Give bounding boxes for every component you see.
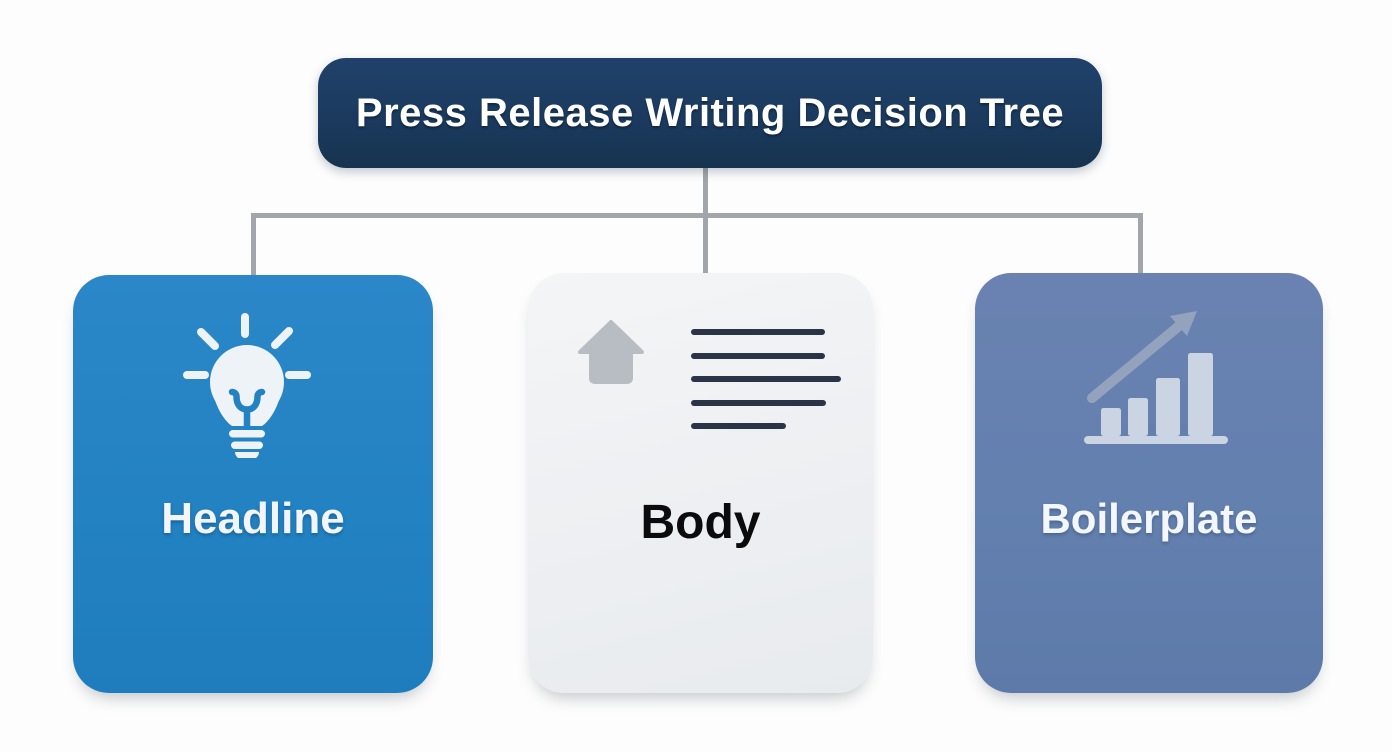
connector-drop-right <box>1138 213 1143 275</box>
branch-label-body: Body <box>640 496 761 549</box>
branch-label-boilerplate: Boilerplate <box>1040 495 1258 542</box>
connector-drop-left <box>251 213 256 275</box>
home-icon <box>578 320 644 384</box>
branch-card-headline: Headline <box>73 275 433 693</box>
branch-label-headline: Headline <box>161 494 345 543</box>
connector-trunk <box>703 167 708 275</box>
branch-card-body: Body <box>528 273 873 693</box>
connector-crossbar <box>251 213 1143 218</box>
diagram-title: Press Release Writing Decision Tree <box>355 90 1065 135</box>
text-lines-icon <box>691 329 841 447</box>
growth-bar-chart-icon <box>1084 311 1228 444</box>
branch-card-boilerplate: Boilerplate <box>975 273 1323 693</box>
title-node: Press Release Writing Decision Tree <box>318 58 1102 168</box>
document-icon <box>578 317 841 437</box>
lightbulb-icon <box>183 313 311 458</box>
